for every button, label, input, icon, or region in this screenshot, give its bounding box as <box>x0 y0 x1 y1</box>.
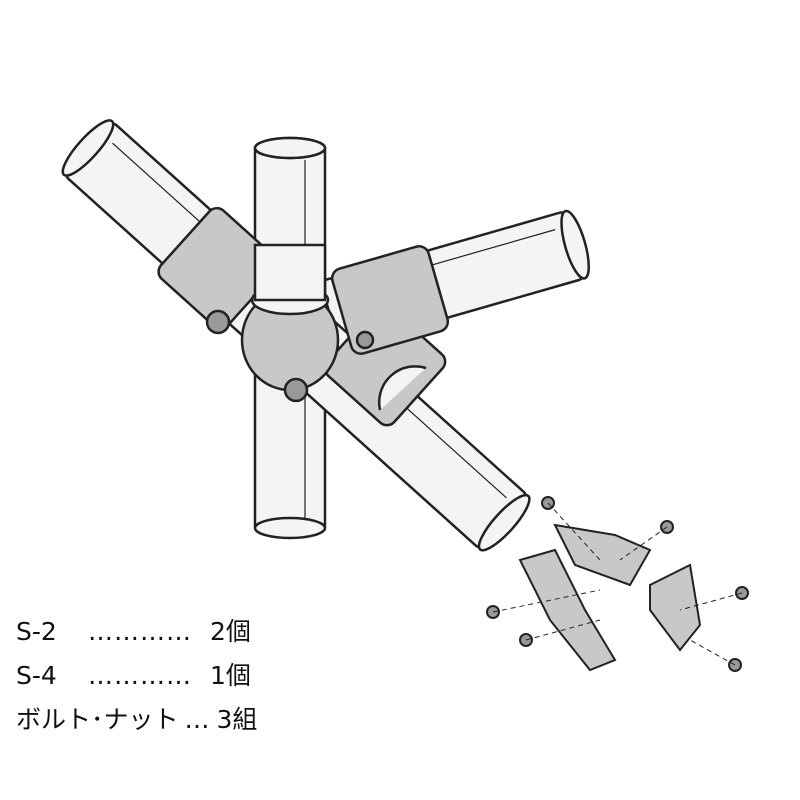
leader-dots: … <box>184 705 211 734</box>
part-qty: 2個 <box>210 617 251 646</box>
part-qty: 3組 <box>216 705 258 734</box>
part-name: S-4 <box>16 661 57 690</box>
joint-body <box>157 136 450 427</box>
parts-list: S-2 ………… 2個 S-4 ………… 1個 ボルト･ナット … 3組 <box>16 610 257 742</box>
part-qty: 1個 <box>210 661 251 690</box>
part-name: ボルト･ナット <box>16 705 179 734</box>
parts-row: ボルト･ナット … 3組 <box>16 698 257 742</box>
parts-row: S-4 ………… 1個 <box>16 654 257 698</box>
leader-dots: ………… <box>88 661 192 690</box>
part-name: S-2 <box>16 617 57 646</box>
parts-row: S-2 ………… 2個 <box>16 610 257 654</box>
leader-dots: ………… <box>88 617 192 646</box>
exploded-parts <box>486 496 749 672</box>
